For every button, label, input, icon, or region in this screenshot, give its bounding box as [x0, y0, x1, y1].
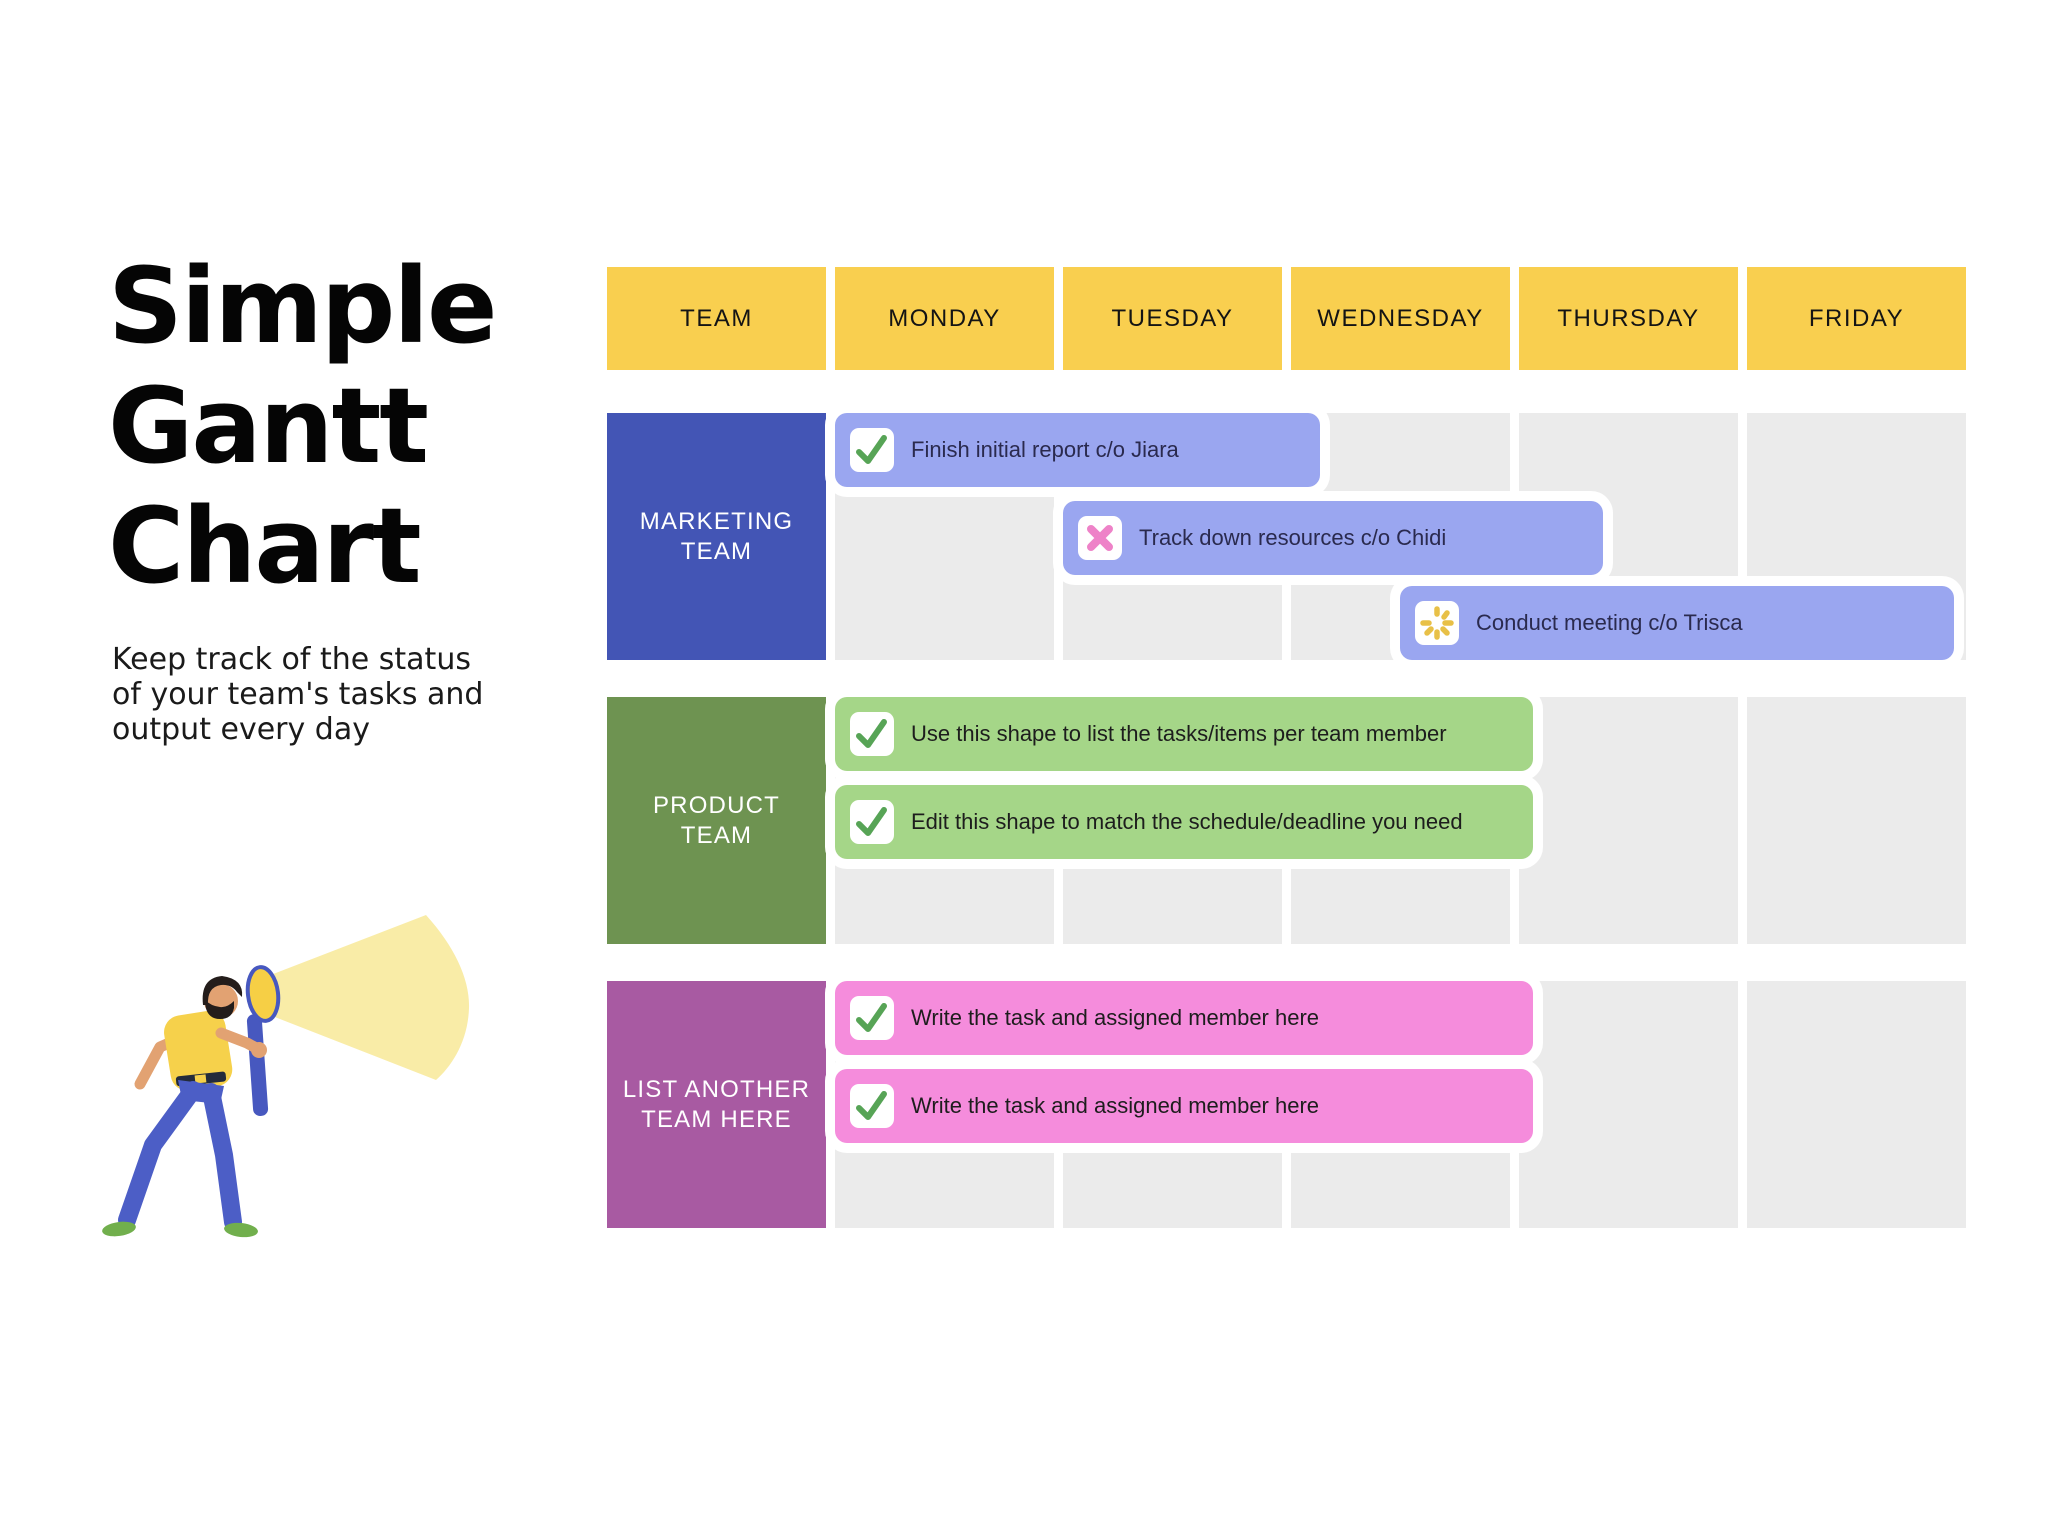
team-box-product: PRODUCT TEAM [607, 697, 826, 944]
header-tuesday: TUESDAY [1063, 267, 1282, 370]
x-icon [1078, 516, 1122, 560]
check-icon [850, 712, 894, 756]
header-thursday: THURSDAY [1519, 267, 1738, 370]
header-friday: FRIDAY [1747, 267, 1966, 370]
task-label: Conduct meeting c/o Trisca [1476, 610, 1743, 635]
task-label: Finish initial report c/o Jiara [911, 437, 1179, 462]
header-monday: MONDAY [835, 267, 1054, 370]
grid-cell [1519, 981, 1738, 1228]
team-box-list-another: LIST ANOTHER TEAM HERE [607, 981, 826, 1228]
grid-cell [1747, 697, 1966, 944]
page-subtitle: Keep track of the status of your team's … [112, 642, 484, 747]
team-box-marketing: MARKETING TEAM [607, 413, 826, 660]
spinner-icon [1415, 601, 1459, 645]
header-wednesday: WEDNESDAY [1291, 267, 1510, 370]
task-label: Edit this shape to match the schedule/de… [911, 809, 1463, 834]
task-label: Write the task and assigned member here [911, 1005, 1320, 1030]
task-bar: Write the task and assigned member here [835, 981, 1533, 1055]
task-bar: Edit this shape to match the schedule/de… [835, 785, 1533, 859]
check-icon [850, 1084, 894, 1128]
task-bar: Conduct meeting c/o Trisca [1400, 586, 1954, 660]
task-bar: Write the task and assigned member here [835, 1069, 1533, 1143]
task-label: Track down resources c/o Chidi [1139, 525, 1447, 550]
man-with-magnifier-illustration [90, 900, 485, 1250]
grid-cell [1747, 981, 1966, 1228]
grid-cell [1519, 697, 1738, 944]
check-icon [850, 996, 894, 1040]
task-bar: Use this shape to list the tasks/items p… [835, 697, 1533, 771]
light-beam-shape [262, 915, 470, 1080]
check-icon [850, 800, 894, 844]
task-label: Write the task and assigned member here [911, 1093, 1320, 1118]
check-icon [850, 428, 894, 472]
task-label: Use this shape to list the tasks/items p… [911, 721, 1447, 746]
task-bar: Track down resources c/o Chidi [1063, 501, 1603, 575]
header-team: TEAM [607, 267, 826, 370]
page-title: Simple Gantt Chart [108, 245, 498, 607]
task-bar: Finish initial report c/o Jiara [835, 413, 1320, 487]
